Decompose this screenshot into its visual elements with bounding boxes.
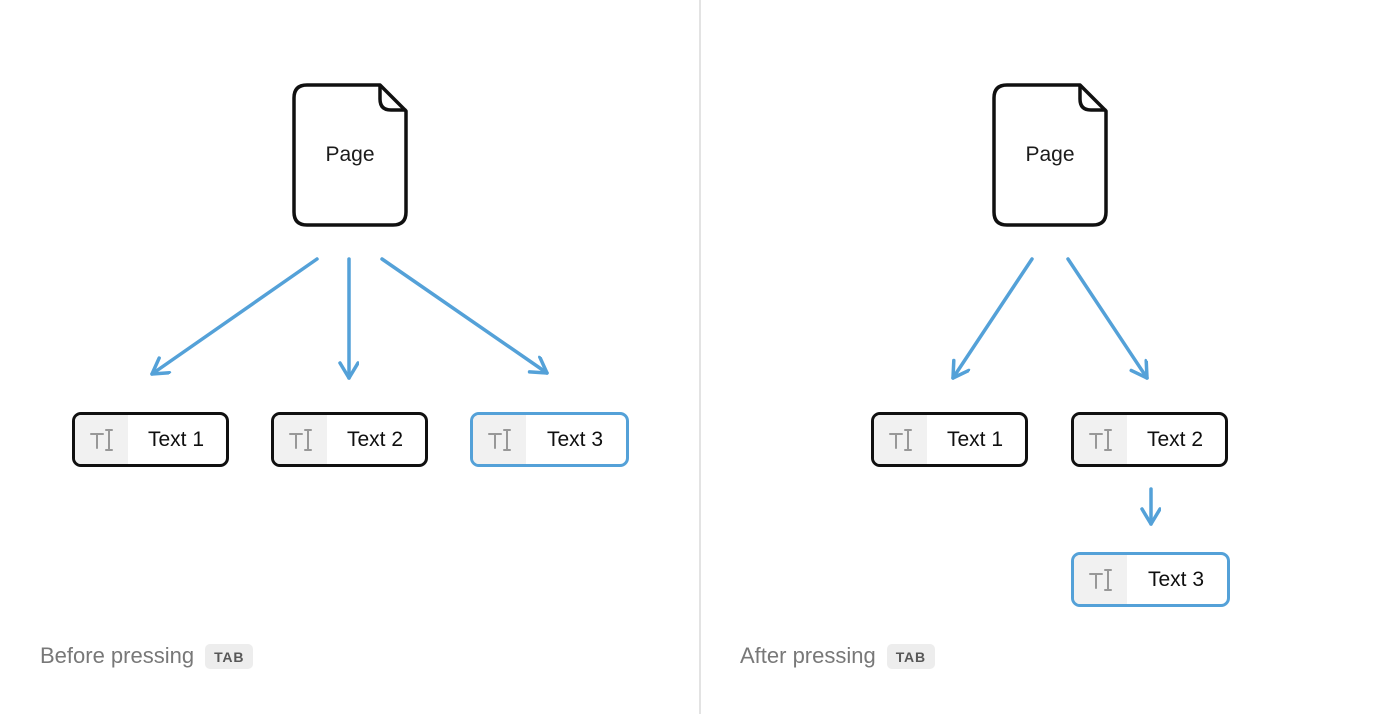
text-block-icon-cell [1074,415,1127,464]
tab-key-badge: TAB [886,643,935,669]
text-block-label: Text 2 [1146,427,1204,451]
text-block-icon-cell [473,415,526,464]
text-block-label: Text 1 [946,427,1004,451]
arrow-page-to-text1-after [951,257,1034,380]
text-block-icon-cell [1074,555,1127,604]
page-node-label: Page [1025,143,1075,166]
text-block-1-before: Text 1 [72,412,229,467]
arrow-page-to-text3-before [380,257,549,375]
text-block-2-before: Text 2 [271,412,428,467]
panel-divider [699,0,701,714]
text-block-label: Text 3 [1147,567,1205,591]
text-block-icon-cell [874,415,927,464]
page-node-label: Page [325,143,375,166]
text-cursor-icon [288,428,312,451]
text-cursor-icon [888,428,912,451]
text-cursor-icon [487,428,511,451]
text-block-icon-cell [75,415,128,464]
text-cursor-icon [1088,428,1112,451]
text-block-label: Text 3 [546,427,604,451]
text-block-2-after: Text 2 [1071,412,1228,467]
caption-text: After pressing [740,643,876,668]
text-cursor-icon [1088,568,1112,591]
text-block-3-before-selected: Text 3 [470,412,629,467]
tab-key-badge: TAB [205,643,254,669]
page-document-icon [292,83,408,227]
page-node-before: Page [291,82,409,228]
text-block-1-after: Text 1 [871,412,1028,467]
caption-after: After pressing TAB [740,640,935,672]
text-block-3-after-selected: Text 3 [1071,552,1230,607]
text-block-label: Text 2 [346,427,404,451]
caption-text: Before pressing [40,643,195,668]
text-block-label: Text 1 [147,427,205,451]
page-document-icon [992,83,1108,227]
arrow-page-to-text2-after [1066,257,1149,380]
text-block-icon-cell [274,415,327,464]
text-cursor-icon [89,428,113,451]
page-node-after: Page [991,82,1109,228]
arrow-page-to-text1-before [150,257,319,376]
caption-before: Before pressing TAB [40,640,254,672]
